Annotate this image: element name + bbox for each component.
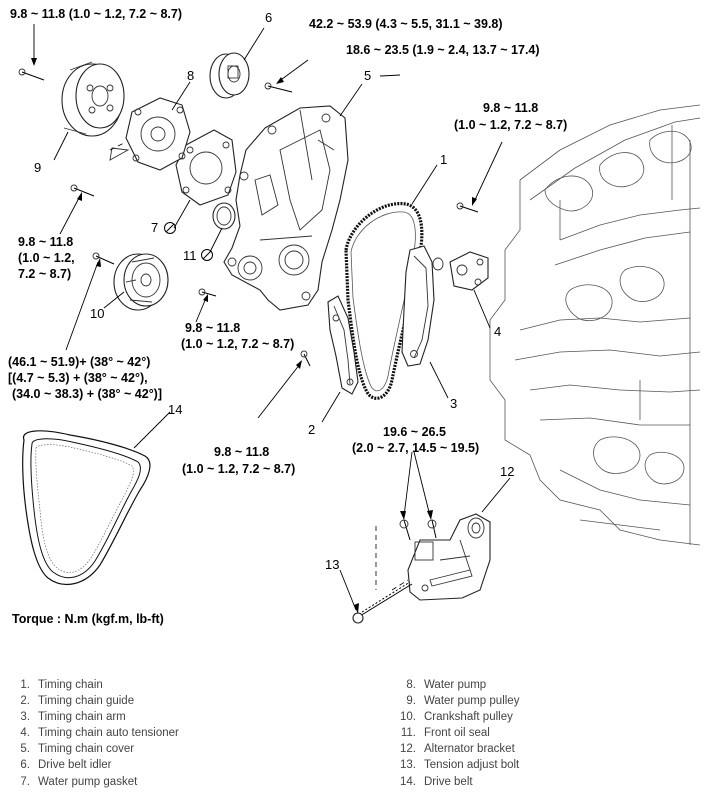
torque-spec-guide-line2: (1.0 ~ 1.2, 7.2 ~ 8.7) — [182, 462, 295, 476]
torque-spec-right-line2: (1.0 ~ 1.2, 7.2 ~ 8.7) — [454, 118, 567, 132]
part-callouts: 1 2 3 4 5 6 7 8 9 10 11 12 13 14 — [34, 10, 514, 572]
legend-item: 13.Tension adjust bolt — [400, 759, 520, 772]
legend-right: 8.Water pump 9.Water pump pulley 10.Cran… — [394, 677, 519, 790]
torque-spec-bracket-line2: (2.0 ~ 2.7, 14.5 ~ 19.5) — [352, 441, 479, 455]
crankshaft-pulley — [113, 253, 169, 311]
callout-7: 7 — [151, 220, 158, 235]
torque-spec-crank-line3: (34.0 ~ 38.3) + (38° ~ 42°)] — [12, 387, 162, 401]
torque-spec-bracket-line1: 19.6 ~ 26.5 — [383, 425, 446, 439]
callout-13: 13 — [325, 557, 339, 572]
torque-spec-top-left: 9.8 ~ 11.8 (1.0 ~ 1.2, 7.2 ~ 8.7) — [10, 7, 182, 21]
replace-part-symbol — [164, 222, 213, 261]
torque-spec-cover: 18.6 ~ 23.5 (1.9 ~ 2.4, 13.7 ~ 17.4) — [346, 43, 540, 57]
torque-spec-mid-line1: 9.8 ~ 11.8 — [185, 321, 240, 335]
callout-10: 10 — [90, 306, 104, 321]
timing-chain-auto-tensioner — [432, 251, 489, 291]
timing-chain-guide — [327, 295, 359, 395]
legend-item: 14.Drive belt — [400, 775, 473, 788]
legend-item: 7.Water pump gasket — [20, 775, 138, 788]
engine-block-outline — [489, 104, 701, 546]
legend-item: 8.Water pump — [406, 679, 487, 691]
legend-item: 10.Crankshaft pulley — [400, 711, 513, 724]
callout-5: 5 — [364, 68, 371, 83]
front-oil-seal — [212, 202, 236, 230]
callout-12: 12 — [500, 464, 514, 479]
callout-4: 4 — [494, 324, 501, 339]
callout-11: 11 — [183, 248, 197, 263]
drive-belt — [22, 430, 151, 586]
legend-item: 1.Timing chain — [20, 679, 103, 691]
timing-chain-arm — [401, 245, 435, 367]
assembly-lines — [109, 141, 409, 591]
torque-spec-crank-line2: [(4.7 ~ 5.3) + (38° ~ 42°), — [8, 371, 148, 385]
callout-6: 6 — [265, 10, 272, 25]
bracket-bolts — [399, 519, 437, 541]
bolts — [18, 68, 479, 367]
water-pump-gasket — [175, 129, 237, 206]
legend-item: 3.Timing chain arm — [20, 711, 126, 724]
torque-spec-left-line1: 9.8 ~ 11.8 — [18, 235, 73, 249]
legend-left: 1.Timing chain 2.Timing chain guide 3.Ti… — [8, 677, 179, 790]
callout-1: 1 — [440, 152, 447, 167]
leader-lines — [33, 24, 511, 611]
exploded-view-diagram: 9.8 ~ 11.8 (1.0 ~ 1.2, 7.2 ~ 8.7) 42.2 ~… — [8, 7, 701, 624]
legend-item: 4.Timing chain auto tensioner — [20, 727, 179, 740]
torque-spec-idler: 42.2 ~ 53.9 (4.3 ~ 5.5, 31.1 ~ 39.8) — [309, 17, 503, 31]
callout-9: 9 — [34, 160, 41, 175]
legend-item: 6.Drive belt idler — [20, 759, 112, 772]
legend-item: 12.Alternator bracket — [400, 743, 515, 756]
torque-spec-guide-line1: 9.8 ~ 11.8 — [214, 445, 269, 459]
callout-3: 3 — [450, 396, 457, 411]
torque-spec-left-line3: 7.2 ~ 8.7) — [18, 267, 71, 281]
torque-spec-left-line2: (1.0 ~ 1.2, — [18, 251, 75, 265]
leader-arrowheads — [31, 58, 477, 614]
alternator-bracket — [407, 513, 491, 601]
legend-item: 9.Water pump pulley — [406, 695, 520, 708]
legend-item: 5.Timing chain cover — [20, 743, 135, 756]
timing-chain-cover — [223, 105, 349, 311]
callout-14: 14 — [168, 402, 182, 417]
water-pump-pulley — [61, 61, 125, 137]
drive-belt-idler — [209, 52, 250, 99]
legend-item: 11.Front oil seal — [400, 727, 490, 740]
torque-spec-labels: 9.8 ~ 11.8 (1.0 ~ 1.2, 7.2 ~ 8.7) 42.2 ~… — [8, 7, 567, 476]
torque-unit-caption: Torque : N.m (kgf.m, lb-ft) — [12, 612, 164, 626]
torque-spec-mid-line2: (1.0 ~ 1.2, 7.2 ~ 8.7) — [181, 337, 294, 351]
callout-2: 2 — [308, 422, 315, 437]
legend-item: 2.Timing chain guide — [20, 695, 135, 708]
water-pump — [109, 97, 191, 171]
tension-adjust-bolt — [352, 581, 413, 624]
callout-8: 8 — [187, 68, 194, 83]
torque-spec-crank-line1: (46.1 ~ 51.9)+ (38° ~ 42°) — [8, 355, 150, 369]
torque-spec-right-line1: 9.8 ~ 11.8 — [483, 101, 538, 115]
